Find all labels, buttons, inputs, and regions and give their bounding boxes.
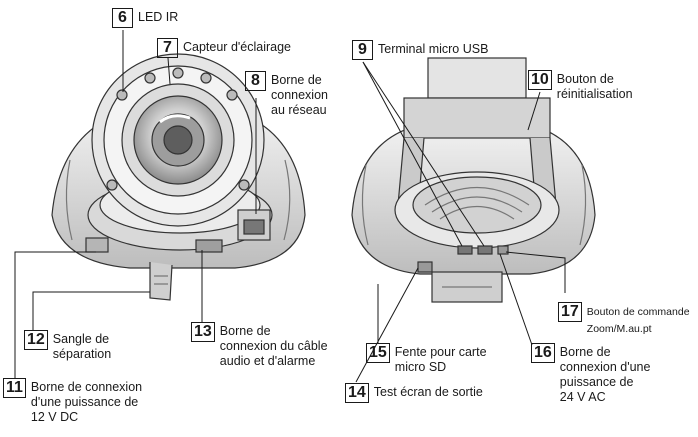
callout-label: Borne de connexion d'une puissance de 24… (559, 345, 651, 404)
callout-label: LED IR (138, 10, 179, 24)
callout-label: Test écran de sortie (373, 385, 483, 399)
callout-led-ir: 6 LED IR (111, 8, 179, 28)
callout-network-terminal: 8 Borne de connexion au réseau (244, 71, 328, 118)
left-camera-illustration (51, 53, 306, 301)
callout-number: 16 (530, 343, 555, 363)
callout-micro-sd-slot: 15 Fente pour carte micro SD (365, 343, 487, 375)
callout-number: 10 (527, 70, 552, 90)
callout-label: Fente pour carte micro SD (394, 345, 487, 374)
callout-label: Terminal micro USB (378, 42, 489, 56)
callout-number: 12 (23, 330, 48, 350)
callout-label: Sangle de séparation (52, 332, 112, 361)
callout-reset-button: 10 Bouton de réinitialisation (527, 70, 633, 102)
callout-12v-dc: 11 Borne de connexion d'une puissance de… (2, 378, 143, 425)
callout-24v-ac: 16 Borne de connexion d'une puissance de… (530, 343, 651, 405)
callout-test-output: 14 Test écran de sortie (344, 383, 483, 403)
callout-number: 8 (244, 71, 267, 91)
callout-number: 15 (365, 343, 390, 363)
callout-label: Borne de connexion au réseau (271, 73, 328, 117)
callout-label: Bouton de réinitialisation (556, 72, 633, 101)
callout-number: 9 (351, 40, 374, 60)
leader-lines (14, 30, 566, 383)
callout-zoom-focus-button: 17 Bouton de commande Zoom/M.au.pt (557, 302, 690, 338)
callout-label: Borne de connexion du câble audio et d'a… (219, 324, 328, 368)
callout-label: Capteur d'éclairage (183, 40, 292, 54)
callout-separation-strap: 12 Sangle de séparation (23, 330, 112, 362)
callout-number: 17 (557, 302, 582, 322)
callout-micro-usb: 9 Terminal micro USB (351, 40, 489, 60)
callout-label: Bouton de commande Zoom/M.au.pt (586, 306, 690, 335)
callout-number: 14 (344, 383, 369, 403)
callout-number: 13 (190, 322, 215, 342)
callout-number: 11 (2, 378, 27, 398)
callout-light-sensor: 7 Capteur d'éclairage (156, 38, 292, 58)
callout-number: 7 (156, 38, 179, 58)
right-camera-illustration (351, 57, 596, 303)
callout-label: Borne de connexion d'une puissance de 12… (30, 380, 143, 424)
callout-audio-alarm: 13 Borne de connexion du câble audio et … (190, 322, 328, 369)
callout-number: 6 (111, 8, 134, 28)
